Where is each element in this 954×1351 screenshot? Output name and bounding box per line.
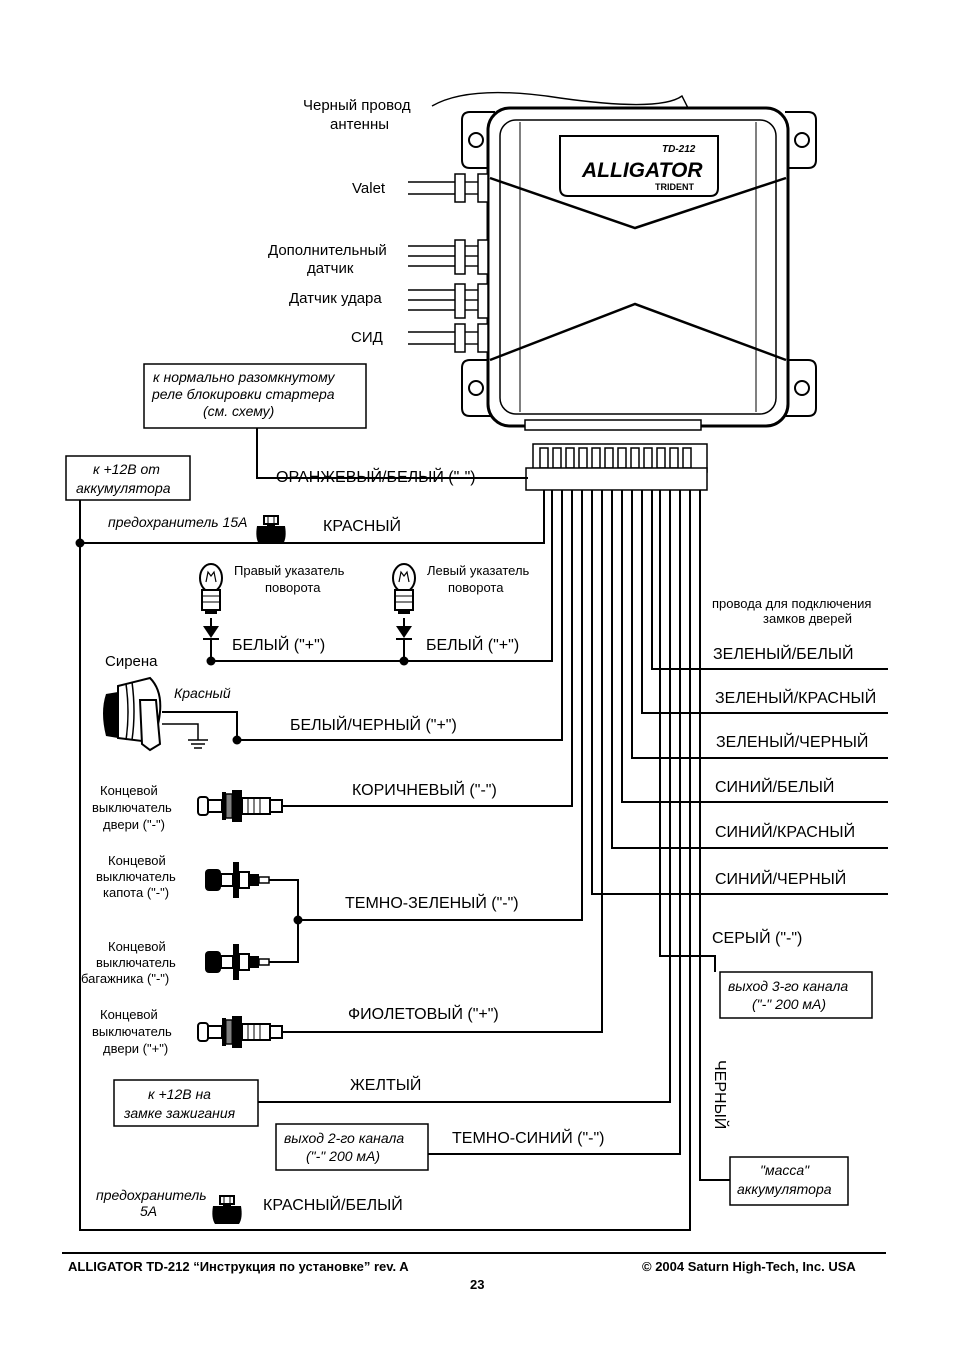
door-minus-label-2: выключатель bbox=[92, 800, 172, 815]
fuse-5a-icon bbox=[211, 1195, 243, 1225]
trunk-label-3: багажника ("-") bbox=[81, 971, 169, 986]
left-turn-bulb-icon bbox=[392, 563, 416, 615]
door-plus-label-1: Концевой bbox=[100, 1007, 158, 1022]
led-label: СИД bbox=[351, 329, 383, 346]
left-connectors bbox=[408, 173, 489, 353]
hood-label-3: капота ("-") bbox=[103, 885, 169, 900]
unit-model: TD-212 bbox=[662, 144, 696, 155]
fuse-5a-label-2: 5А bbox=[140, 1203, 157, 1219]
wire-gray-label: СЕРЫЙ ("-") bbox=[712, 928, 802, 947]
wire-orange-white-label: ОРАНЖЕВЫЙ/БЕЛЫЙ ("-") bbox=[276, 467, 476, 486]
box-ground: "масса" аккумулятора bbox=[729, 1156, 849, 1206]
left-turn-label-1: Левый указатель bbox=[427, 563, 530, 578]
antenna-label-1: Черный провод bbox=[303, 97, 411, 114]
box-ignition-12v: к +12В на замке зажигания bbox=[113, 1079, 259, 1127]
unit-logo: ALLIGATOR bbox=[581, 159, 703, 182]
ground-line-2: аккумулятора bbox=[737, 1181, 832, 1197]
extra-sensor-label-2: датчик bbox=[307, 260, 354, 277]
door-minus-label-1: Концевой bbox=[100, 783, 158, 798]
harness-wires bbox=[79, 428, 888, 1231]
antenna-label-2: антенны bbox=[330, 116, 389, 133]
door-locks-header-2: замков дверей bbox=[763, 611, 852, 626]
door-minus-label-3: двери ("-") bbox=[103, 817, 165, 832]
trunk-switch-icon bbox=[204, 943, 270, 981]
door-plus-switch-icon bbox=[197, 1015, 283, 1049]
shock-sensor-label: Датчик удара bbox=[289, 290, 382, 307]
box-starter-relay: к нормально разомкнутому реле блокировки… bbox=[143, 363, 367, 429]
door-lock-wire-1: ЗЕЛЕНЫЙ/БЕЛЫЙ bbox=[713, 644, 854, 663]
box-ch3-out: выход 3-го канала ("-" 200 мА) bbox=[719, 971, 873, 1019]
right-turn-label-1: Правый указатель bbox=[234, 563, 345, 578]
left-turn-label-2: поворота bbox=[448, 580, 504, 595]
door-lock-wire-3: ЗЕЛЕНЫЙ/ЧЕРНЫЙ bbox=[716, 732, 868, 751]
wire-brown-label: КОРИЧНЕВЫЙ ("-") bbox=[352, 780, 497, 799]
door-locks-header-1: провода для подключения bbox=[712, 596, 871, 611]
trunk-label-1: Концевой bbox=[108, 939, 166, 954]
extra-sensor-label-1: Дополнительный bbox=[268, 242, 387, 259]
fuse-5a-label-1: предохранитель bbox=[96, 1187, 207, 1203]
wire-dark-green-label: ТЕМНО-ЗЕЛЕНЫЙ ("-") bbox=[345, 893, 519, 912]
starter-relay-line-2: реле блокировки стартера bbox=[151, 386, 335, 402]
alarm-unit: TD-212 ALLIGATOR TRIDENT bbox=[461, 106, 817, 431]
wire-white-right-label: БЕЛЫЙ ("+") bbox=[232, 635, 325, 654]
wire-violet-label: ФИОЛЕТОВЫЙ ("+") bbox=[348, 1004, 499, 1023]
ignition-12v-line-1: к +12В на bbox=[148, 1086, 211, 1102]
wire-dark-blue-label: ТЕМНО-СИНИЙ ("-") bbox=[452, 1128, 605, 1147]
wire-red-white-label: КРАСНЫЙ/БЕЛЫЙ bbox=[263, 1195, 403, 1214]
ignition-12v-line-2: замке зажигания bbox=[123, 1105, 236, 1121]
ch2-out-line-2: ("-" 200 мА) bbox=[306, 1148, 380, 1164]
wire-white-left-label: БЕЛЫЙ ("+") bbox=[426, 635, 519, 654]
starter-relay-line-3: (см. схему) bbox=[203, 403, 274, 419]
box-battery-12v: к +12В от аккумулятора bbox=[65, 455, 191, 501]
harness-connector bbox=[525, 443, 708, 491]
hood-label-1: Концевой bbox=[108, 853, 166, 868]
trunk-label-2: выключатель bbox=[96, 955, 176, 970]
wire-red-label: КРАСНЫЙ bbox=[323, 516, 401, 535]
wire-yellow-label: ЖЕЛТЫЙ bbox=[350, 1075, 421, 1094]
wire-white-black-label: БЕЛЫЙ/ЧЕРНЫЙ ("+") bbox=[290, 715, 457, 734]
ch3-out-line-1: выход 3-го канала bbox=[728, 978, 848, 994]
ch3-out-line-2: ("-" 200 мА) bbox=[752, 996, 826, 1012]
battery-12v-line-2: аккумулятора bbox=[76, 480, 171, 496]
hood-label-2: выключатель bbox=[96, 869, 176, 884]
right-turn-diode-icon bbox=[202, 617, 220, 649]
door-plus-label-2: выключатель bbox=[92, 1024, 172, 1039]
battery-12v-line-1: к +12В от bbox=[93, 461, 160, 477]
valet-label: Valet bbox=[352, 180, 386, 197]
door-minus-switch-icon bbox=[197, 789, 283, 823]
left-turn-diode-icon bbox=[395, 617, 413, 649]
fuse-15a-icon bbox=[255, 515, 287, 545]
door-plus-label-3: двери ("+") bbox=[103, 1041, 168, 1056]
ground-line-1: "масса" bbox=[760, 1162, 810, 1178]
footer-page: 23 bbox=[470, 1277, 484, 1292]
door-lock-wire-4: СИНИЙ/БЕЛЫЙ bbox=[715, 777, 834, 796]
siren-wire-label: Красный bbox=[174, 685, 231, 701]
hood-switch-icon bbox=[204, 861, 270, 899]
unit-sub: TRIDENT bbox=[655, 182, 694, 192]
wire-black-label: ЧЕРНЫЙ bbox=[711, 1060, 730, 1129]
right-turn-label-2: поворота bbox=[265, 580, 321, 595]
siren-title: Сирена bbox=[105, 653, 158, 670]
door-lock-wire-2: ЗЕЛЕНЫЙ/КРАСНЫЙ bbox=[715, 688, 876, 707]
right-turn-bulb-icon bbox=[199, 563, 223, 615]
door-lock-wire-5: СИНИЙ/КРАСНЫЙ bbox=[715, 822, 855, 841]
antenna-wire: Черный провод антенны bbox=[303, 91, 689, 133]
fuse-15a-label: предохранитель 15А bbox=[108, 514, 247, 530]
ch2-out-line-1: выход 2-го канала bbox=[284, 1130, 404, 1146]
door-lock-wire-6: СИНИЙ/ЧЕРНЫЙ bbox=[715, 869, 846, 888]
footer-left: ALLIGATOR TD-212 “Инструкция по установк… bbox=[68, 1259, 409, 1274]
footer-right: © 2004 Saturn High-Tech, Inc. USA bbox=[642, 1259, 856, 1274]
siren-icon bbox=[103, 676, 208, 752]
starter-relay-line-1: к нормально разомкнутому bbox=[153, 369, 336, 385]
box-ch2-out: выход 2-го канала ("-" 200 мА) bbox=[275, 1123, 429, 1171]
